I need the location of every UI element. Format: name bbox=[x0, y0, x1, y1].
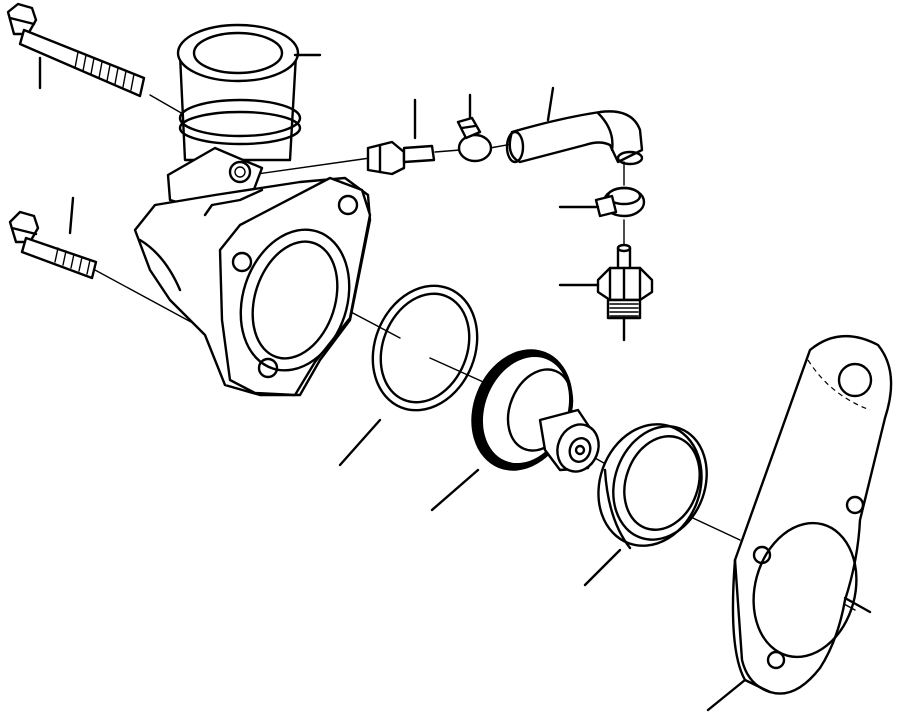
thermostat-seal bbox=[597, 423, 708, 550]
outlet-housing bbox=[133, 23, 372, 397]
callout-leader bbox=[68, 196, 75, 235]
thermostat bbox=[471, 349, 600, 473]
thermostat-icon bbox=[471, 349, 600, 473]
housing-icon bbox=[133, 23, 372, 397]
bolt-icon bbox=[8, 210, 98, 280]
callout-leader bbox=[546, 86, 555, 122]
seal-icon bbox=[597, 423, 708, 550]
adapter-fitting bbox=[596, 243, 654, 320]
clamp-icon bbox=[594, 186, 646, 218]
callout-leader bbox=[843, 596, 872, 614]
long-bolt bbox=[6, 2, 146, 98]
short-bolt bbox=[8, 210, 98, 280]
gasket-icon bbox=[731, 334, 893, 695]
seal-icon bbox=[371, 284, 479, 412]
gasket bbox=[731, 334, 893, 695]
callout-leader bbox=[583, 548, 622, 587]
bolt-icon bbox=[6, 2, 146, 98]
fitting-icon bbox=[596, 243, 654, 320]
fitting-icon bbox=[366, 140, 436, 176]
bypass-hose bbox=[505, 110, 644, 166]
hose-icon bbox=[505, 110, 644, 166]
callout-leader bbox=[338, 418, 382, 467]
hose-clamp-upper bbox=[456, 116, 493, 163]
callout-leader bbox=[706, 678, 747, 712]
callout-leader bbox=[430, 468, 480, 512]
hose-clamp-lower bbox=[594, 186, 646, 218]
sensor-fitting bbox=[366, 140, 436, 176]
o-ring bbox=[371, 284, 479, 412]
clamp-icon bbox=[456, 116, 493, 163]
callout-leaders bbox=[38, 53, 872, 712]
